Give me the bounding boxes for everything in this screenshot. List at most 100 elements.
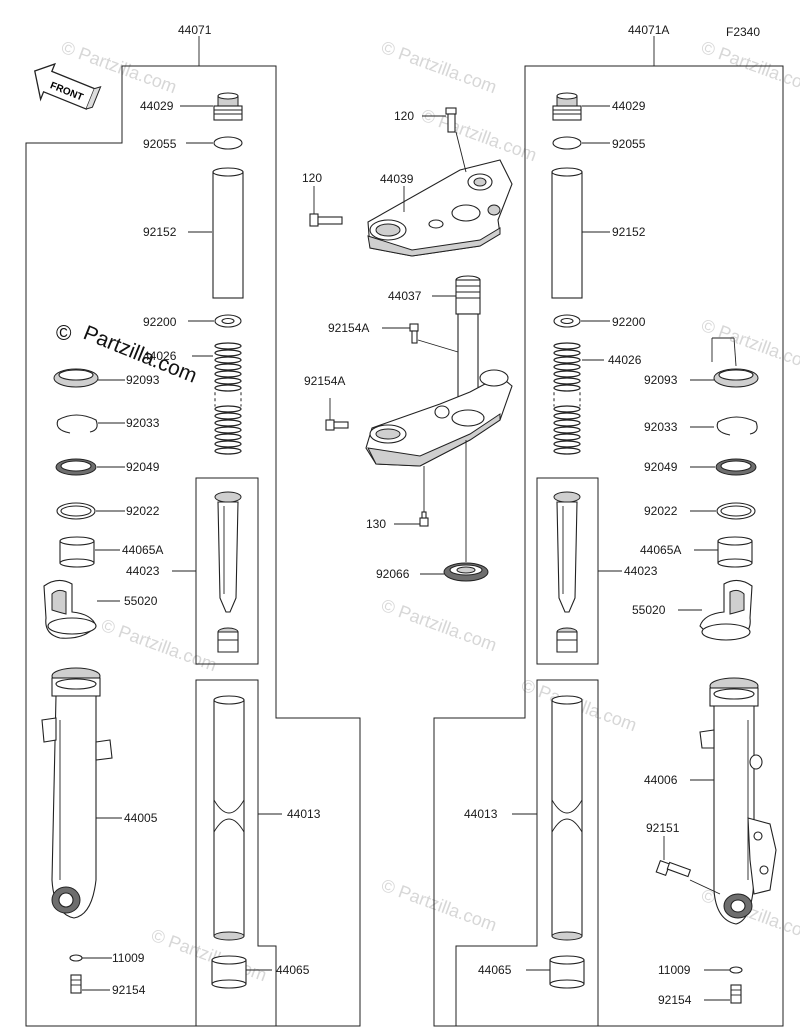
damper-cylinder [553,491,581,653]
spring-coil [553,426,581,434]
spring-coil [214,377,242,385]
copyright-mark: © [56,322,72,345]
spring-coil [214,426,242,434]
fork-guard [43,579,97,639]
label-92154A-lower: 92154A [304,374,345,388]
outer-fork-tube [699,677,777,925]
label-92154: 92154 [112,983,146,997]
label-55020: 55020 [632,603,666,617]
label-92093: 92093 [644,373,678,387]
stem-bolt-upper [409,323,419,344]
label-44023: 44023 [624,564,658,578]
label-92022: 92022 [644,504,678,518]
label-92200: 92200 [612,315,646,329]
steering-stem [365,275,513,467]
spring-coil [214,405,242,413]
label-44071A: 44071A [628,23,669,37]
spring-coil [214,412,242,420]
fork-spring [553,342,581,455]
watermark: © Partzilla.com [419,105,540,165]
label-44023: 44023 [126,564,160,578]
left-fork-assembly: 44071 44029 92055 92152 92200 44026 [25,23,361,1027]
watermark: © Partzilla.com [379,37,500,97]
fork-guard [699,579,753,641]
o-ring [552,136,582,150]
label-44026: 44026 [608,353,642,367]
bottom-bolt [70,974,82,994]
label-44029: 44029 [612,99,646,113]
label-92033: 92033 [126,416,160,430]
label-92022: 92022 [126,504,160,518]
guide-bushing [717,536,753,568]
stem-bolt-lower [325,419,349,431]
label-44065A: 44065A [640,543,681,557]
axle-bolt [655,859,692,878]
label-44005: 44005 [124,811,158,825]
watermark: © Partzilla.com [379,595,500,655]
spring-coil [553,349,581,357]
outer-fork-tube [41,667,113,919]
label-92152: 92152 [143,225,177,239]
label-44037: 44037 [388,289,422,303]
circlip [716,416,758,436]
label-44013: 44013 [464,807,498,821]
spring-coil [214,419,242,427]
spring-coil [214,349,242,357]
oil-seal [53,368,99,388]
label-44065: 44065 [276,963,310,977]
label-55020: 55020 [124,594,158,608]
spring-coil [553,384,581,392]
spring-coil [553,342,581,350]
fork-cap-bolt [213,92,243,121]
label-120-top: 120 [394,109,414,123]
spring-coil [553,405,581,413]
top-bolt [445,107,457,133]
stem-seal [443,562,489,582]
slide-bushing [211,955,247,989]
label-92066: 92066 [376,567,410,581]
spring-coil [553,412,581,420]
label-44065A: 44065A [122,543,163,557]
label-120-side: 120 [302,171,322,185]
gasket [729,966,743,974]
watermark: © Partzilla.com [149,925,270,985]
steering-assembly: 120 120 44039 [302,107,513,582]
fork-spring [214,342,242,455]
spring-coil [553,440,581,448]
watermark: © Partzilla.com [699,315,800,375]
label-92151: 92151 [646,821,680,835]
label-44006: 44006 [644,773,678,787]
label-44013: 44013 [287,807,321,821]
spacer-pipe [212,167,244,299]
label-44071: 44071 [178,23,212,37]
gasket [69,954,83,962]
spring-coil [553,363,581,371]
front-arrow: FRONT [34,62,102,110]
spring-coil [553,447,581,455]
bottom-bolt [730,984,742,1004]
watermark: © Partzilla.com [699,37,800,97]
oil-seal [713,368,759,388]
label-92200: 92200 [143,315,177,329]
spring-coil [214,370,242,378]
small-bolt [419,511,429,527]
damper-cylinder [214,491,242,653]
right-fork-assembly: 44071A 44029 92055 92152 92200 44026 [433,23,784,1027]
circlip [56,414,98,434]
label-92093: 92093 [126,373,160,387]
label-44039: 44039 [380,172,414,186]
dust-seal [55,458,97,476]
spring-coil [553,419,581,427]
label-44026: 44026 [143,349,177,363]
spring-coil [214,447,242,455]
spring-coil [553,377,581,385]
label-92049: 92049 [126,460,160,474]
watermark: © Partzilla.com [99,615,220,675]
label-11009: 11009 [112,951,145,965]
spring-coil [214,363,242,371]
fork-cap-bolt [552,92,582,121]
label-44065: 44065 [478,963,512,977]
dust-seal [715,458,757,476]
figure-code: F2340 [726,25,760,39]
